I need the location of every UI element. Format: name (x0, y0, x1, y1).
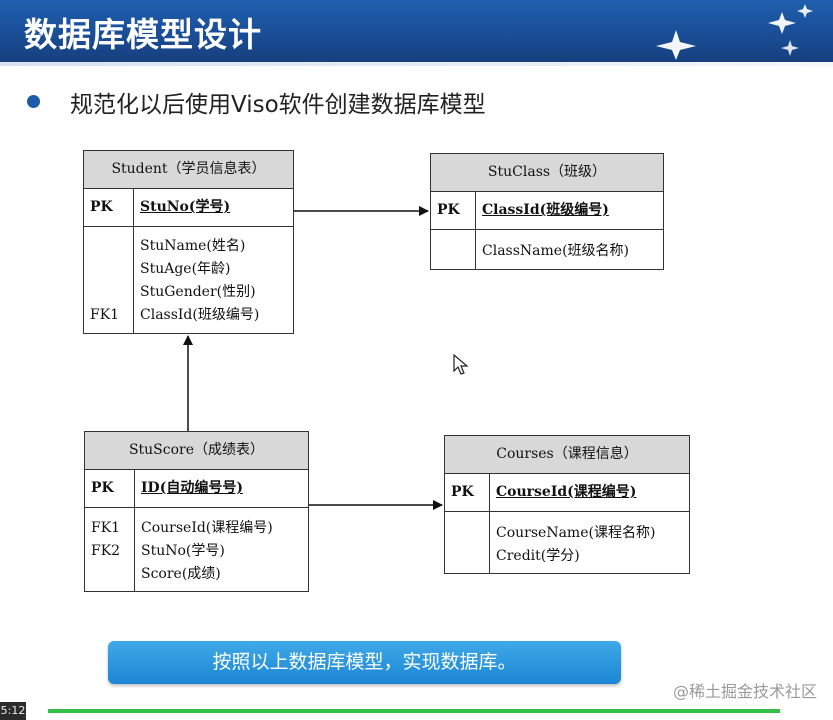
pk-label: PK (451, 484, 474, 500)
fk-label: FK2 (91, 543, 121, 559)
pk-field: ClassId(班级编号) (482, 202, 609, 218)
video-time-label: 5:12 (0, 702, 26, 720)
task-banner-button[interactable]: 按照以上数据库模型，实现数据库。 (108, 641, 621, 684)
attribute-list: StuName(姓名) StuAge(年龄) StuGender(性别) Cla… (140, 235, 259, 327)
entity-title: StuClass（班级） (431, 154, 663, 192)
watermark-text: @稀土掘金技术社区 (672, 682, 817, 701)
attribute: StuGender(性别) (140, 284, 256, 300)
attribute: ClassName(班级名称) (482, 243, 629, 259)
fk-list: FK1 FK2 (91, 517, 120, 563)
column-divider (134, 470, 135, 591)
attribute: StuName(姓名) (140, 238, 246, 254)
attribute-list: CourseName(课程名称) Credit(学分) (496, 522, 655, 568)
column-divider (489, 474, 490, 573)
attribute: Credit(学分) (496, 548, 580, 564)
pk-label: PK (91, 480, 114, 496)
mouse-pointer-icon (453, 354, 469, 375)
slide-header: 数据库模型设计 (0, 0, 833, 62)
attribute: StuAge(年龄) (140, 261, 231, 277)
pk-label: PK (90, 199, 113, 215)
pk-field: CourseId(课程编号) (496, 484, 637, 500)
fk-list: FK1 (90, 304, 119, 327)
fk-label: FK1 (91, 520, 121, 536)
pk-field: StuNo(学号) (140, 199, 231, 215)
entity-title: StuScore（成绩表） (85, 432, 308, 470)
attribute-list: CourseId(课程编号) StuNo(学号) Score(成绩) (141, 517, 273, 586)
bullet-dot (27, 95, 40, 108)
entity-title: Student（学员信息表） (84, 151, 293, 189)
attribute: CourseId(课程编号) (141, 520, 273, 536)
attribute: CourseName(课程名称) (496, 525, 656, 541)
entity-courses: Courses（课程信息） PK CourseId(课程编号) CourseNa… (444, 435, 690, 574)
column-divider (133, 189, 134, 333)
column-divider (475, 192, 476, 269)
bullet-text: 规范化以后使用Viso软件创建数据库模型 (70, 92, 486, 118)
pk-field: ID(自动编号号) (141, 480, 243, 496)
pk-row: PK ID(自动编号号) (85, 470, 308, 508)
fk-label: FK1 (90, 307, 120, 323)
entity-title: Courses（课程信息） (445, 436, 689, 474)
attribute: Score(成绩) (141, 566, 221, 582)
pk-row: PK StuNo(学号) (84, 189, 293, 227)
pk-row: PK CourseId(课程编号) (445, 474, 689, 512)
header-divider (0, 62, 833, 66)
pk-label: PK (437, 202, 460, 218)
sparkle-stars-icon (656, 4, 813, 60)
entity-stuscore: StuScore（成绩表） PK ID(自动编号号) FK1 FK2 Cours… (84, 431, 309, 592)
entity-stuclass: StuClass（班级） PK ClassId(班级编号) ClassName(… (430, 153, 664, 270)
attribute-list: ClassName(班级名称) (482, 240, 629, 263)
slide-title: 数据库模型设计 (24, 15, 262, 54)
entity-student: Student（学员信息表） PK StuNo(学号) FK1 StuName(… (83, 150, 294, 334)
pk-row: PK ClassId(班级编号) (431, 192, 663, 230)
attribute: ClassId(班级编号) (140, 307, 260, 323)
video-progress-fill (48, 709, 780, 713)
attribute: StuNo(学号) (141, 543, 225, 559)
